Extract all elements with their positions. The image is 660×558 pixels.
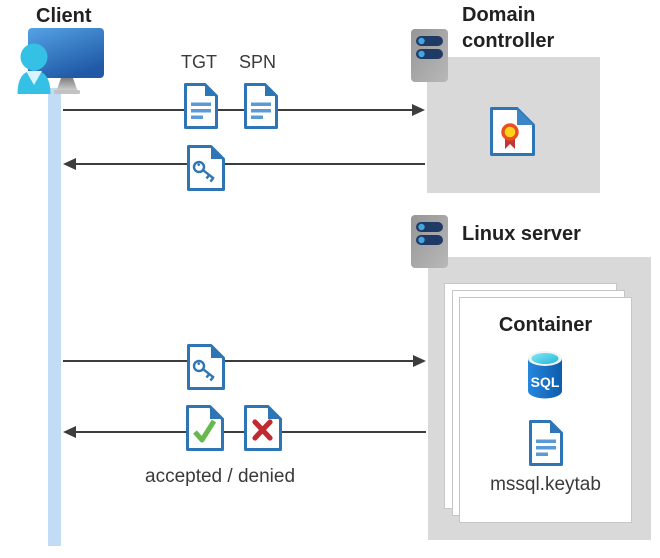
container-title: Container (498, 314, 593, 336)
spn-document-icon (244, 83, 278, 129)
arrow-ticket-return-head (63, 158, 76, 170)
tgt-document-icon (184, 83, 218, 129)
linux-server-icon (411, 215, 448, 268)
monitor-icon (28, 28, 104, 94)
client-lifeline (48, 88, 61, 546)
arrow-request-tgt-line (63, 109, 414, 111)
container-page (459, 297, 632, 523)
denied-document-icon (244, 405, 282, 451)
arrow-ticket-to-server-line (63, 360, 415, 362)
key-ticket-document-icon-lower (187, 344, 225, 390)
linux-server-title: Linux server (462, 223, 581, 245)
person-icon (17, 43, 51, 94)
accepted-denied-label: accepted / denied (145, 466, 296, 487)
tgt-label: TGT (181, 52, 217, 72)
certificate-icon (490, 107, 535, 156)
spn-label: SPN (239, 52, 277, 72)
keytab-document-icon (529, 420, 563, 466)
sql-badge-text: SQL (531, 374, 560, 390)
key-icon (192, 359, 215, 382)
sql-database-icon: SQL (528, 351, 562, 399)
client-workstation-icon (17, 28, 104, 94)
check-icon (193, 419, 217, 443)
key-ticket-document-icon (187, 145, 225, 191)
arrow-ticket-return-line (75, 163, 425, 165)
accepted-document-icon (186, 405, 224, 451)
domain-controller-title: Domain controller (462, 4, 555, 52)
arrow-request-tgt-head (412, 104, 425, 116)
cross-icon (252, 419, 273, 441)
domain-controller-server-icon (411, 29, 448, 82)
client-title: Client (36, 5, 92, 27)
keytab-label: mssql.keytab (490, 474, 601, 495)
arrow-result-return-head (63, 426, 76, 438)
arrow-ticket-to-server-head (413, 355, 426, 367)
key-icon (192, 160, 215, 183)
